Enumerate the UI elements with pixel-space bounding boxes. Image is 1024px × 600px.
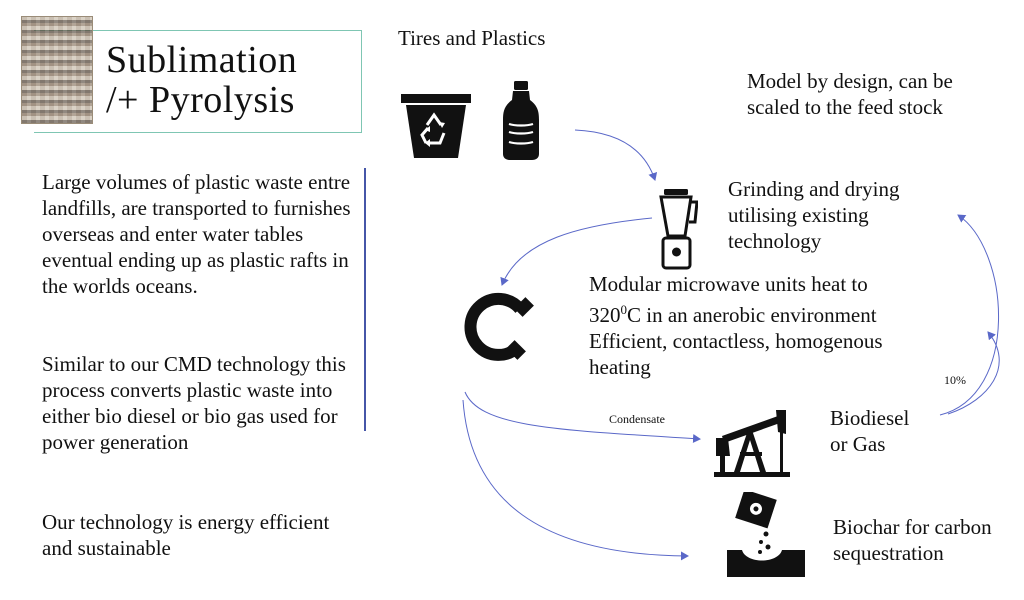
microwave-line-1: Modular microwave units heat to bbox=[589, 272, 868, 296]
biochar-line-2: sequestration bbox=[833, 541, 944, 565]
biochar-text: Biochar for carbon sequestration bbox=[833, 514, 992, 566]
biodiesel-text: Biodiesel or Gas bbox=[830, 405, 909, 457]
arrow-biodiesel-loop-microwave bbox=[947, 331, 1000, 415]
oil-pump-icon bbox=[714, 410, 790, 477]
arrow-magnet-to-pump bbox=[464, 391, 701, 444]
paragraph-cmd-technology: Similar to our CMD technology this proce… bbox=[42, 352, 346, 454]
model-note-line-1: Model by design, can be bbox=[747, 69, 953, 93]
grinding-line-3: technology bbox=[728, 229, 822, 253]
microwave-line-2: 3200C in an anerobic environment bbox=[589, 297, 883, 328]
grinding-text: Grinding and drying utilising existing t… bbox=[728, 176, 899, 254]
divider-line bbox=[364, 168, 366, 431]
arrow-magnet-to-biochar bbox=[462, 399, 689, 561]
biodiesel-line-2: or Gas bbox=[830, 432, 886, 456]
arrow-grinding-to-magnet bbox=[500, 217, 653, 286]
temperature-superscript: 0 bbox=[620, 302, 628, 317]
recycle-bin-icon bbox=[401, 94, 471, 158]
input-label: Tires and Plastics bbox=[398, 26, 546, 50]
model-note: Model by design, can be scaled to the fe… bbox=[747, 68, 953, 120]
temperature-rest: C in an anerobic environment bbox=[627, 303, 877, 327]
thumbnail-image bbox=[21, 16, 93, 124]
microwave-line-4: heating bbox=[589, 355, 651, 379]
biodiesel-line-1: Biodiesel bbox=[830, 406, 910, 430]
blender-icon bbox=[659, 189, 698, 270]
temperature-value: 320 bbox=[589, 303, 621, 327]
title-frame bbox=[34, 30, 362, 133]
ten-percent-label: 10% bbox=[944, 373, 966, 387]
plastic-bottle-icon bbox=[503, 81, 539, 160]
magnet-icon bbox=[464, 292, 534, 361]
condensate-label: Condensate bbox=[609, 412, 665, 426]
biochar-pour-icon bbox=[727, 492, 805, 577]
microwave-line-3: Efficient, contactless, homogenous bbox=[589, 329, 883, 353]
arrow-input-to-grinding bbox=[574, 129, 658, 181]
grinding-line-1: Grinding and drying bbox=[728, 177, 900, 201]
biochar-line-1: Biochar for carbon bbox=[833, 515, 992, 539]
title-line-2: /+ Pyrolysis bbox=[106, 79, 295, 121]
arrow-biodiesel-loop-grinding bbox=[939, 214, 999, 416]
model-note-line-2: scaled to the feed stock bbox=[747, 95, 943, 119]
microwave-text: Modular microwave units heat to 3200C in… bbox=[589, 271, 883, 380]
grinding-line-2: utilising existing bbox=[728, 203, 869, 227]
paragraph-plastic-waste: Large volumes of plastic waste entre lan… bbox=[42, 170, 351, 298]
title-line-1: Sublimation bbox=[106, 39, 298, 81]
paragraph-sustainable: Our technology is energy efficient and s… bbox=[42, 510, 330, 560]
slide-title: Sublimation /+ Pyrolysis bbox=[106, 40, 297, 120]
